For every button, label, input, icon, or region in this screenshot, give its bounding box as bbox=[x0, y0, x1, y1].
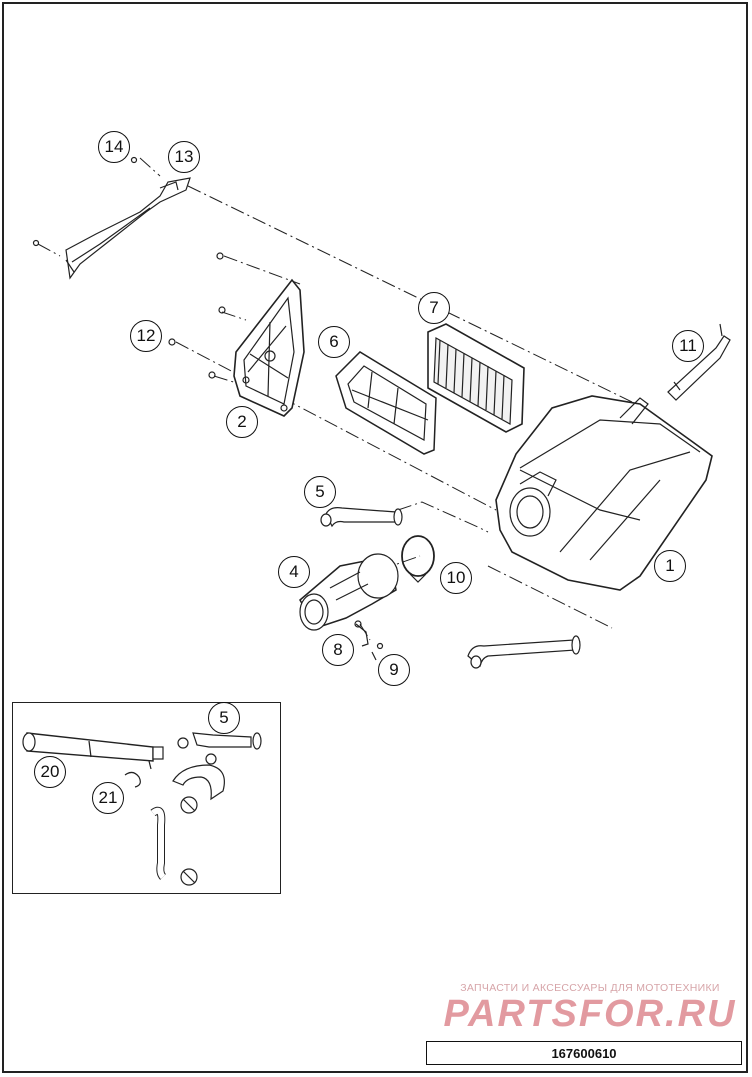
muffler-tube bbox=[22, 732, 164, 770]
watermark-tagline: ЗАПЧАСТИ И АКСЕССУАРЫ ДЛЯ МОТОТЕХНИКИ bbox=[460, 982, 720, 994]
detail-inset bbox=[12, 702, 281, 894]
air-filter-element bbox=[427, 323, 525, 433]
watermark-logo: PARTSFOR.RU bbox=[443, 993, 737, 1035]
assembly-lines bbox=[37, 157, 633, 641]
filter-cage bbox=[233, 278, 305, 417]
filter-support bbox=[335, 351, 437, 455]
air-box bbox=[495, 395, 713, 591]
callout-10: 10 bbox=[440, 562, 472, 594]
inset-clamps bbox=[124, 771, 198, 886]
intake-boot bbox=[299, 553, 399, 631]
callout-6: 6 bbox=[318, 326, 350, 358]
watermark: ЗАПЧАСТИ И АКСЕССУАРЫ ДЛЯ МОТОТЕХНИКИ PA… bbox=[438, 982, 742, 1034]
small-fasteners bbox=[354, 620, 384, 661]
inset-parts-drawing bbox=[22, 732, 262, 886]
callout-4: 4 bbox=[278, 556, 310, 588]
breather-hose bbox=[320, 507, 403, 528]
callout-12: 12 bbox=[130, 320, 162, 352]
callout-9: 9 bbox=[378, 654, 410, 686]
callout-13: 13 bbox=[168, 141, 200, 173]
callout-20: 20 bbox=[34, 756, 66, 788]
air-guide-bracket bbox=[32, 156, 191, 280]
callout-21: 21 bbox=[92, 782, 124, 814]
hose-clamp bbox=[401, 535, 435, 583]
sensor-holder bbox=[667, 323, 731, 401]
callout-7: 7 bbox=[418, 292, 450, 324]
callout-5-inset: 5 bbox=[208, 702, 240, 734]
drain-hose bbox=[467, 635, 581, 669]
callout-11: 11 bbox=[672, 330, 704, 362]
inset-hoses bbox=[150, 732, 262, 880]
callout-2: 2 bbox=[226, 406, 258, 438]
callout-8: 8 bbox=[322, 634, 354, 666]
callout-1: 1 bbox=[654, 550, 686, 582]
document-number: 167600610 bbox=[426, 1041, 742, 1065]
callout-5: 5 bbox=[304, 476, 336, 508]
callout-14: 14 bbox=[98, 131, 130, 163]
screws bbox=[168, 252, 226, 379]
